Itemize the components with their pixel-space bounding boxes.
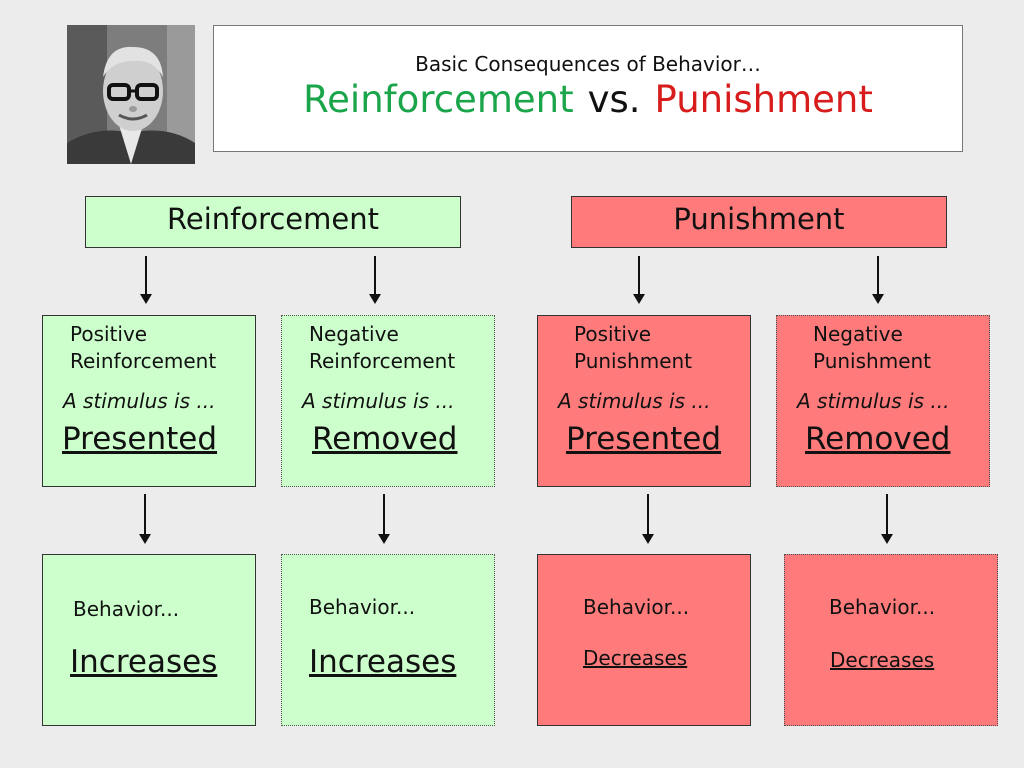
positive-punishment-box: Positive Punishment A stimulus is ... Pr…	[537, 315, 751, 487]
negative-reinforcement-box: Negative Reinforcement A stimulus is ...…	[281, 315, 495, 487]
title-punishment: Punishment	[654, 78, 873, 121]
stimulus-text: A stimulus is ...	[797, 389, 950, 413]
title-box: Basic Consequences of Behavior… Reinforc…	[213, 25, 963, 152]
type-label: Positive Reinforcement	[70, 321, 216, 375]
type-label-line1: Positive	[70, 322, 148, 346]
behavior-text: Behavior...	[73, 597, 180, 621]
type-label-line1: Negative	[813, 322, 903, 346]
arrow-down-icon	[378, 494, 390, 544]
arrow-down-icon	[369, 256, 381, 304]
arrow-down-icon	[642, 494, 654, 544]
behavior-text: Behavior...	[829, 595, 936, 619]
negative-punishment-box: Negative Punishment A stimulus is ... Re…	[776, 315, 990, 487]
portrait-photo	[67, 25, 195, 164]
positive-punishment-result: Behavior... Decreases	[537, 554, 751, 726]
type-label-line2: Punishment	[574, 349, 693, 373]
arrow-down-icon	[872, 256, 884, 304]
punishment-header: Punishment	[571, 196, 947, 248]
stimulus-text: A stimulus is ...	[558, 389, 711, 413]
negative-punishment-result: Behavior... Decreases	[784, 554, 998, 726]
type-label: Positive Punishment	[574, 321, 692, 375]
negative-reinforcement-result: Behavior... Increases	[281, 554, 495, 726]
action-text: Presented	[566, 421, 722, 457]
behavior-text: Behavior...	[309, 595, 416, 619]
title-main: Reinforcement vs. Punishment	[214, 78, 962, 121]
outcome-text: Increases	[70, 644, 218, 680]
outcome-text: Decreases	[830, 648, 935, 672]
type-label-line2: Punishment	[813, 349, 932, 373]
type-label-line2: Reinforcement	[70, 349, 217, 373]
outcome-text: Increases	[309, 644, 457, 680]
positive-reinforcement-box: Positive Reinforcement A stimulus is ...…	[42, 315, 256, 487]
arrow-down-icon	[881, 494, 893, 544]
arrow-down-icon	[140, 256, 152, 304]
reinforcement-header: Reinforcement	[85, 196, 461, 248]
stimulus-text: A stimulus is ...	[63, 389, 216, 413]
positive-reinforcement-result: Behavior... Increases	[42, 554, 256, 726]
title-reinforcement: Reinforcement	[303, 78, 574, 121]
portrait-photo-icon	[67, 25, 195, 164]
arrow-down-icon	[633, 256, 645, 304]
type-label-line1: Negative	[309, 322, 399, 346]
outcome-text: Decreases	[583, 646, 688, 670]
title-subtitle: Basic Consequences of Behavior…	[415, 52, 761, 76]
action-text: Removed	[312, 421, 458, 457]
type-label: Negative Reinforcement	[309, 321, 455, 375]
type-label-line1: Positive	[574, 322, 652, 346]
action-text: Presented	[62, 421, 218, 457]
stimulus-text: A stimulus is ...	[302, 389, 455, 413]
type-label: Negative Punishment	[813, 321, 931, 375]
title-vs: vs.	[587, 78, 641, 121]
type-label-line2: Reinforcement	[309, 349, 456, 373]
arrow-down-icon	[139, 494, 151, 544]
action-text: Removed	[805, 421, 951, 457]
behavior-text: Behavior...	[583, 595, 690, 619]
